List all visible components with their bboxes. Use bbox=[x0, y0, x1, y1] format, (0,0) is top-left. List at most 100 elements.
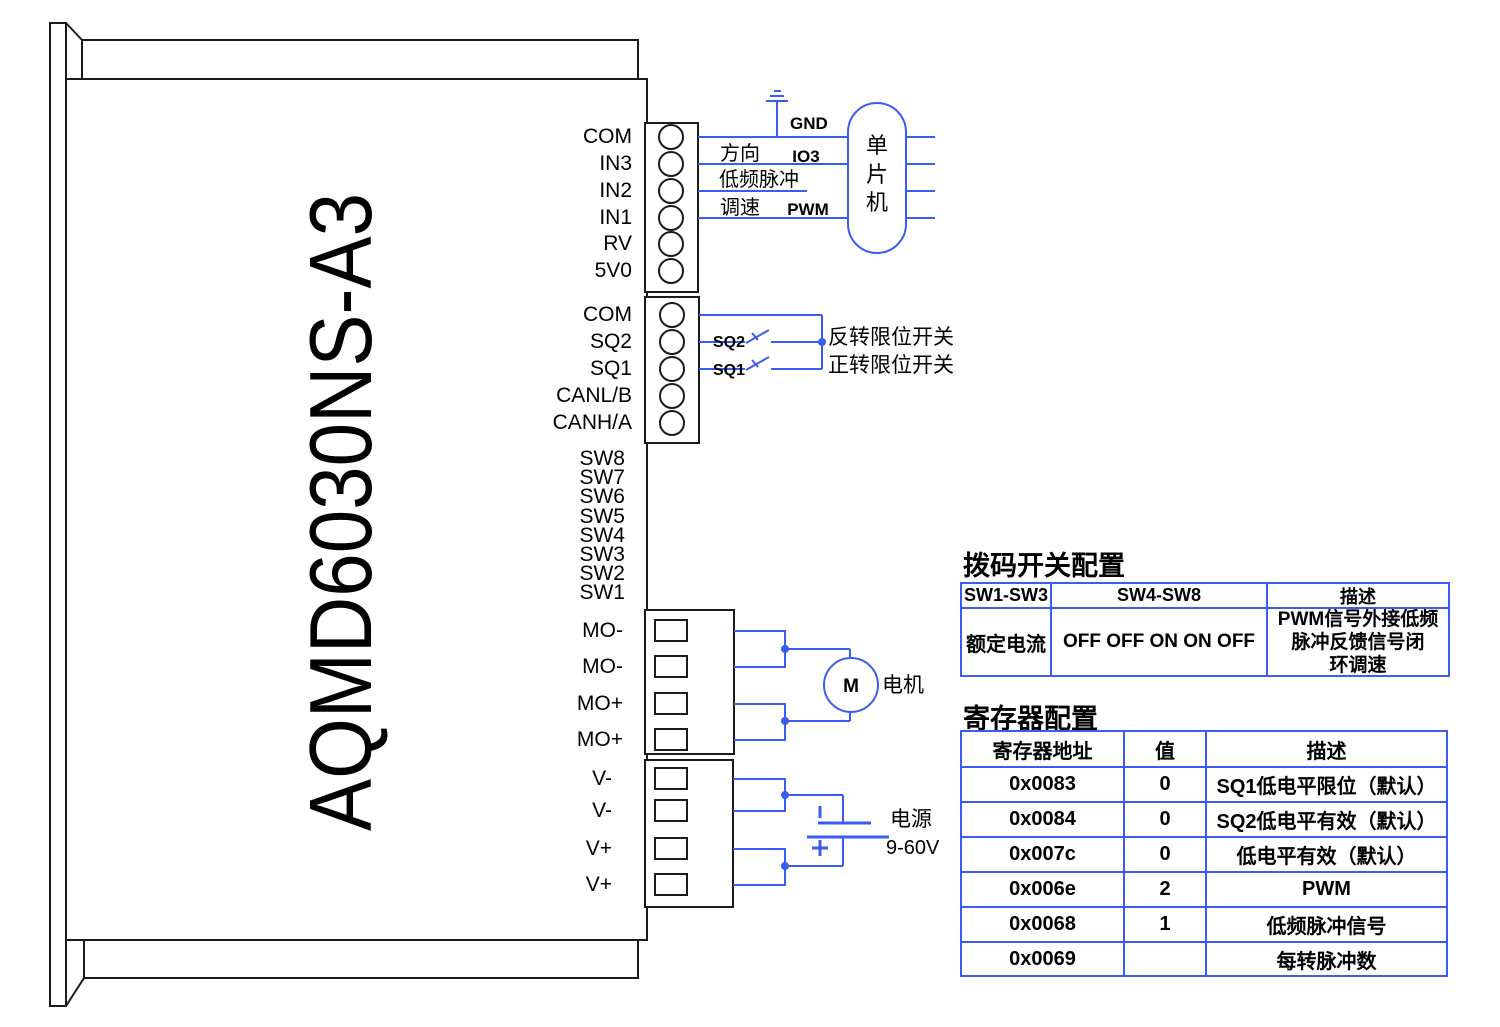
terminal-blocks bbox=[644, 122, 735, 908]
pin-label-mo-plus-2: MO+ bbox=[577, 728, 623, 751]
register-addr: 0x006e bbox=[962, 873, 1125, 906]
register-addr: 0x0084 bbox=[962, 803, 1125, 836]
pin-label-sw4: SW4 bbox=[579, 524, 625, 547]
device-left-flange bbox=[49, 22, 67, 1007]
mcu-char-1: 单 bbox=[866, 133, 888, 158]
power-wiring bbox=[733, 778, 889, 886]
register-value: 2 bbox=[1125, 873, 1207, 906]
motor-label: 电机 bbox=[882, 674, 924, 697]
device-bottom-bar bbox=[83, 939, 639, 979]
device-top-bar bbox=[81, 39, 639, 80]
device-top-chamfer bbox=[65, 22, 83, 41]
junction-dot bbox=[781, 791, 789, 799]
pin-label-rv: RV bbox=[603, 232, 632, 255]
register-header-row: 寄存器地址 值 描述 bbox=[962, 732, 1446, 766]
pin-label-v-minus-2: V- bbox=[592, 799, 612, 822]
forward-limit-label: 正转限位开关 bbox=[828, 354, 954, 377]
motor-wiring bbox=[734, 630, 879, 741]
pin-label-mo-minus-1: MO- bbox=[582, 619, 623, 642]
pin-label-sw5: SW5 bbox=[579, 505, 625, 528]
register-table: 寄存器地址 值 描述 0x0083 0 SQ1低电平限位（默认） 0x0084 … bbox=[960, 730, 1448, 977]
pin-label-sq2: SQ2 bbox=[590, 330, 632, 353]
limit-switch-labels: SQ2 SQ1 反转限位开关 正转限位开关 bbox=[713, 326, 954, 379]
register-row: 0x007c 0 低电平有效（默认） bbox=[962, 836, 1446, 871]
pin-label-mo-plus-1: MO+ bbox=[577, 692, 623, 715]
pin-label-in2: IN2 bbox=[599, 179, 632, 202]
mcu-body bbox=[847, 102, 907, 254]
register-header-value: 值 bbox=[1125, 732, 1207, 766]
motor-symbol-circle bbox=[823, 657, 879, 713]
pin-label-sq1: SQ1 bbox=[590, 357, 632, 380]
direction-label: 方向 bbox=[720, 142, 760, 165]
pin-label-canha: CANH/A bbox=[553, 411, 632, 434]
pin-label-sw2: SW2 bbox=[579, 562, 625, 585]
pin-label-v-plus-1: V+ bbox=[586, 837, 612, 860]
junction-dot bbox=[781, 717, 789, 725]
register-row: 0x0069 每转脉冲数 bbox=[962, 941, 1446, 976]
dip-cell-rated-current: 额定电流 bbox=[962, 609, 1052, 675]
device-body bbox=[65, 78, 648, 941]
sq1-wire-label: SQ1 bbox=[713, 362, 745, 379]
pin-label-sw7: SW7 bbox=[579, 466, 625, 489]
motor-m-label: M bbox=[843, 676, 859, 697]
pin-label-com: COM bbox=[583, 125, 632, 148]
register-value: 0 bbox=[1125, 768, 1207, 801]
register-value: 1 bbox=[1125, 908, 1207, 941]
power-supply-label: 电源 bbox=[890, 808, 932, 831]
limit-switch-wiring bbox=[699, 314, 826, 371]
register-desc: 低频脉冲信号 bbox=[1266, 916, 1387, 938]
low-freq-pulse-label: 低频脉冲 bbox=[719, 168, 799, 191]
dip-desc-line-3: 环调速 bbox=[1329, 654, 1387, 676]
register-desc: 低电平有效（默认） bbox=[1236, 846, 1417, 868]
register-table-title: 寄存器配置 bbox=[963, 704, 1098, 734]
reverse-limit-label: 反转限位开关 bbox=[828, 326, 954, 349]
dip-desc-line-1: PWM信号外接低频 bbox=[1277, 609, 1439, 630]
pin-label-sw1: SW1 bbox=[579, 581, 625, 604]
register-value: 0 bbox=[1125, 803, 1207, 836]
register-row: 0x0084 0 SQ2低电平有效（默认） bbox=[962, 801, 1446, 836]
sq2-wire-label: SQ2 bbox=[713, 334, 745, 351]
register-desc: PWM bbox=[1302, 878, 1351, 900]
register-desc: SQ1低电平限位（默认） bbox=[1216, 776, 1437, 798]
register-row: 0x0068 1 低频脉冲信号 bbox=[962, 906, 1446, 941]
speed-label: 调速 bbox=[720, 196, 760, 219]
pin-label-in3: IN3 bbox=[599, 152, 632, 175]
dip-cell-description: PWM信号外接低频 脉冲反馈信号闭 环调速 bbox=[1268, 609, 1448, 675]
dip-table-title: 拨码开关配置 bbox=[963, 551, 1125, 581]
dip-header-sw1-sw3: SW1-SW3 bbox=[962, 584, 1052, 607]
pin-labels: COM IN3 IN2 IN1 RV 5V0 COM SQ2 SQ1 CANL/… bbox=[553, 125, 632, 896]
pin-label-com2: COM bbox=[583, 303, 632, 326]
register-addr: 0x0068 bbox=[962, 908, 1125, 941]
register-header-addr: 寄存器地址 bbox=[962, 732, 1125, 766]
junction-dot bbox=[781, 862, 789, 870]
pin-label-v-plus-2: V+ bbox=[586, 873, 612, 896]
device-bottom-chamfer bbox=[65, 977, 85, 1007]
dip-switch-table: SW1-SW3 SW4-SW8 描述 额定电流 OFF OFF ON ON OF… bbox=[960, 582, 1450, 677]
pin-label-canlb: CANL/B bbox=[556, 384, 632, 407]
pin-label-in1: IN1 bbox=[599, 206, 632, 229]
mcu-labels: GND 方向 IO3 低频脉冲 调速 PWM 单 片 机 bbox=[719, 114, 888, 219]
dip-table-data-row: 额定电流 OFF OFF ON ON OFF PWM信号外接低频 脉冲反馈信号闭… bbox=[962, 607, 1448, 675]
pin-label-v-minus-1: V- bbox=[592, 767, 612, 790]
gnd-label: GND bbox=[790, 114, 828, 133]
device-model-label: AQMD6030NS-A3 bbox=[291, 193, 390, 831]
register-desc: 每转脉冲数 bbox=[1276, 951, 1377, 973]
pin-label-mo-minus-2: MO- bbox=[582, 655, 623, 678]
io3-label: IO3 bbox=[792, 147, 819, 166]
dip-header-desc: 描述 bbox=[1340, 586, 1376, 607]
dip-cell-switch-states: OFF OFF ON ON OFF bbox=[1052, 609, 1268, 675]
dip-desc-line-2: 脉冲反馈信号闭 bbox=[1291, 631, 1425, 653]
pwm-label: PWM bbox=[787, 200, 829, 219]
pin-label-sw3: SW3 bbox=[579, 543, 625, 566]
pin-label-5v0: 5V0 bbox=[595, 259, 632, 282]
register-addr: 0x0083 bbox=[962, 768, 1125, 801]
device-outline bbox=[49, 22, 648, 1007]
junction-dot bbox=[818, 338, 826, 346]
register-addr: 0x007c bbox=[962, 838, 1125, 871]
register-value bbox=[1125, 943, 1207, 976]
pin-label-sw6: SW6 bbox=[579, 485, 625, 508]
dip-table-header-row: SW1-SW3 SW4-SW8 描述 bbox=[962, 584, 1448, 607]
register-header-desc: 描述 bbox=[1306, 740, 1347, 763]
